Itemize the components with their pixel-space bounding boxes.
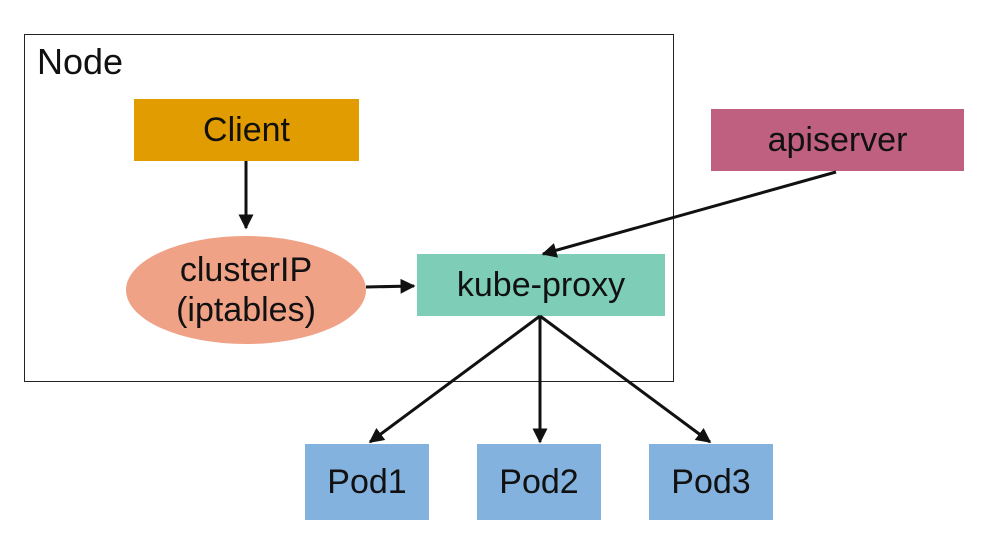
node-label: Node — [37, 41, 124, 82]
pod1-label: Pod1 — [327, 462, 407, 501]
cluster-ip-label: clusterIP — [179, 251, 313, 289]
pod3-label: Pod3 — [671, 462, 751, 501]
node-container: Node — [24, 34, 674, 382]
kube-proxy-label: kube-proxy — [456, 265, 626, 304]
pod2-box: Pod2 — [477, 444, 601, 520]
pod3-box: Pod3 — [649, 444, 773, 520]
arrow-kube-proxy-to-pod1 — [368, 314, 541, 444]
apiserver-box: apiserver — [711, 109, 964, 171]
apiserver-label: apiserver — [767, 120, 908, 159]
arrow-cluster-ip-to-kube-proxy — [365, 278, 416, 294]
cluster-ip-ellipse: clusterIP (iptables) — [126, 236, 366, 344]
arrow-kube-proxy-to-pod3 — [539, 314, 712, 444]
cluster-ip-sublabel: (iptables) — [176, 291, 316, 329]
pod2-label: Pod2 — [499, 462, 579, 501]
arrow-apiserver-to-kube-proxy — [541, 170, 837, 258]
pod1-box: Pod1 — [305, 444, 429, 520]
client-label: Client — [203, 110, 290, 149]
kube-proxy-box: kube-proxy — [417, 254, 665, 316]
client-box: Client — [134, 99, 359, 161]
